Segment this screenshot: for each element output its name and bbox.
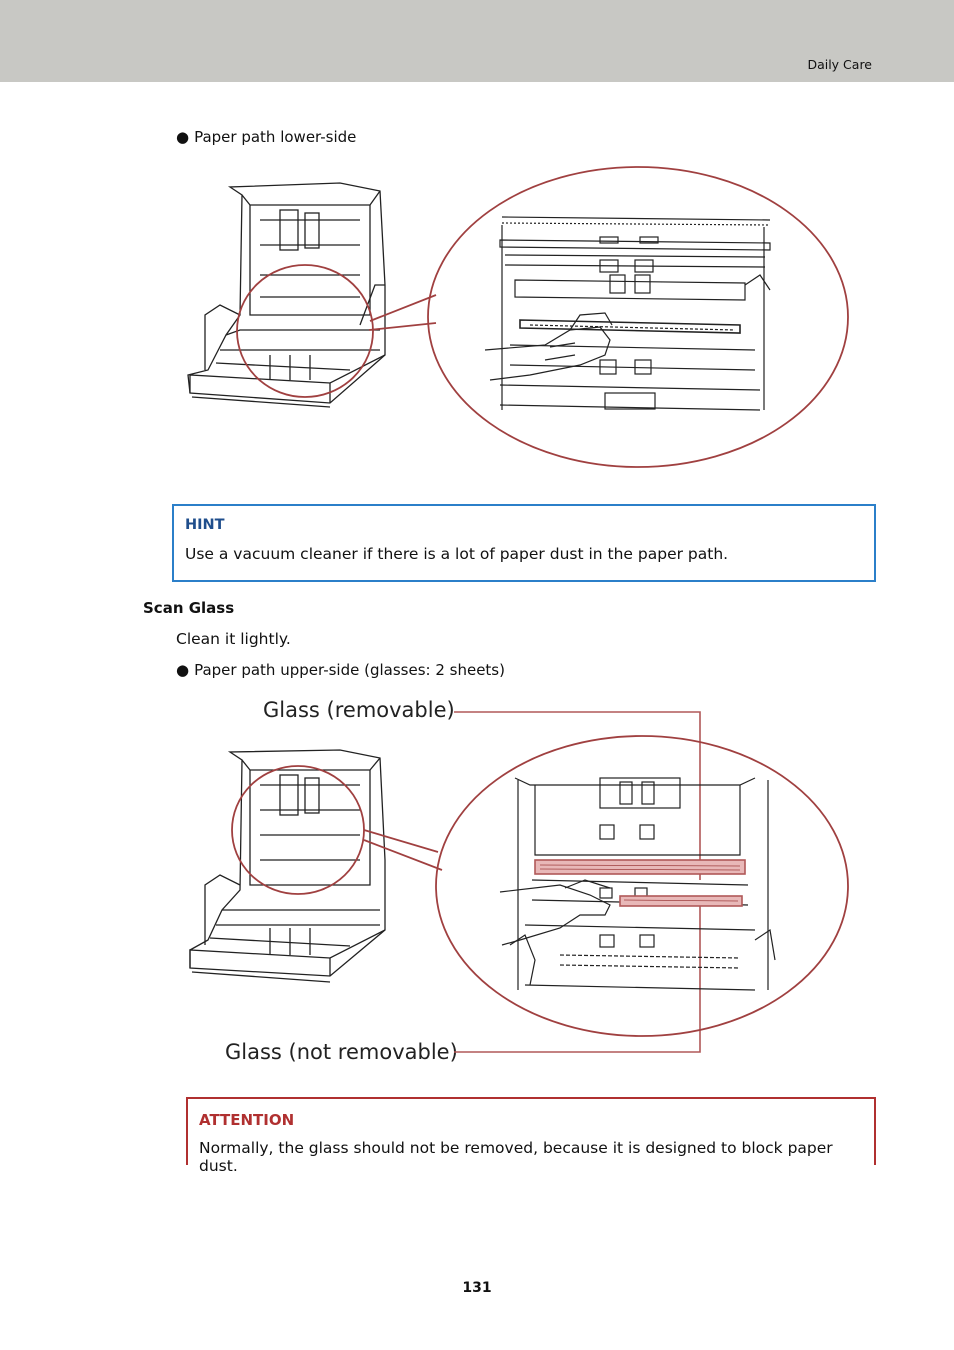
label-glass-not-removable: Glass (not removable) [225,1040,458,1064]
header-band [0,0,954,82]
header-section-title: Daily Care [807,57,872,72]
hint-box: HINT Use a vacuum cleaner if there is a … [172,504,876,582]
bullet-upper-side-text: Paper path upper-side (glasses: 2 sheets… [194,661,505,679]
label-glass-removable: Glass (removable) [263,698,455,722]
bullet-lower-side: ●Paper path lower-side [176,128,356,146]
bullet-dot-icon: ● [176,128,190,146]
scan-glass-heading: Scan Glass [143,599,235,617]
bullet-lower-side-text: Paper path lower-side [194,128,357,146]
attention-text: Normally, the glass should not be remove… [199,1139,833,1175]
hint-title: HINT [185,517,225,533]
bullet-dot-icon: ● [176,661,190,679]
page-number: 131 [462,1280,492,1296]
hint-text: Use a vacuum cleaner if there is a lot o… [185,545,729,563]
bullet-upper-side: ●Paper path upper-side (glasses: 2 sheet… [176,661,505,679]
figure-paper-path-upper-side [189,711,849,1053]
attention-box: ATTENTION Normally, the glass should not… [186,1097,876,1175]
figure-paper-path-lower-side [187,166,849,468]
attention-title: ATTENTION [199,1111,295,1129]
scan-glass-instruction: Clean it lightly. [176,630,291,648]
